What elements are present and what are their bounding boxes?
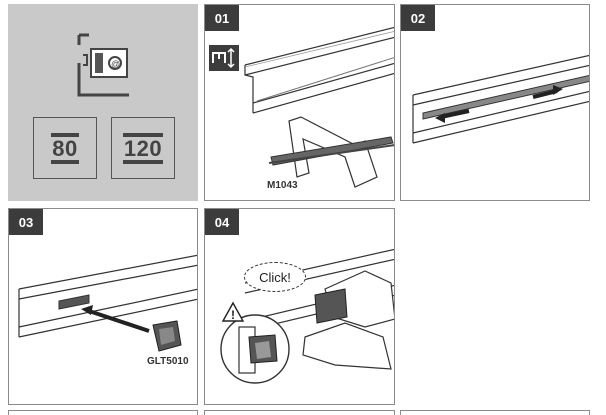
step-02-number: 02: [401, 5, 435, 31]
step-03-number: 03: [9, 209, 43, 235]
insert-socket-bracket-illustration: [18, 254, 197, 352]
step-01-panel: 01 M1043: [204, 4, 395, 201]
step-04-number: 04: [205, 209, 239, 235]
step-03-panel: 03 GLT5010: [8, 208, 198, 405]
size-80-badge: 80: [33, 117, 97, 179]
cover-panel: @ 80 120: [8, 4, 198, 201]
svg-text:!: !: [231, 308, 235, 322]
click-callout: Click!: [244, 262, 306, 292]
next-row-panel-3: [400, 410, 590, 415]
step-01-part-label: M1043: [267, 180, 298, 191]
step-02-panel: 02: [400, 4, 590, 201]
warning-triangle-icon: [221, 301, 245, 322]
size-120-badge: 120: [111, 117, 175, 179]
hacksaw-cutting-duct-illustration: [244, 26, 394, 188]
cut-duct-icon: [209, 45, 239, 71]
size-80-label: 80: [51, 132, 79, 164]
next-row-panel-1: [8, 410, 198, 415]
step-03-part-label: GLT5010: [147, 356, 189, 367]
next-row-panel-2: [204, 410, 395, 415]
svg-text:@: @: [111, 59, 120, 69]
door-intercom-network-icon: @: [77, 33, 129, 97]
click-bracket-into-duct-illustration: !: [220, 248, 394, 384]
slide-cover-onto-duct-illustration: [412, 54, 589, 144]
step-01-number: 01: [205, 5, 239, 31]
step-04-panel: ! 04: [204, 208, 395, 405]
size-120-label: 120: [122, 132, 164, 164]
